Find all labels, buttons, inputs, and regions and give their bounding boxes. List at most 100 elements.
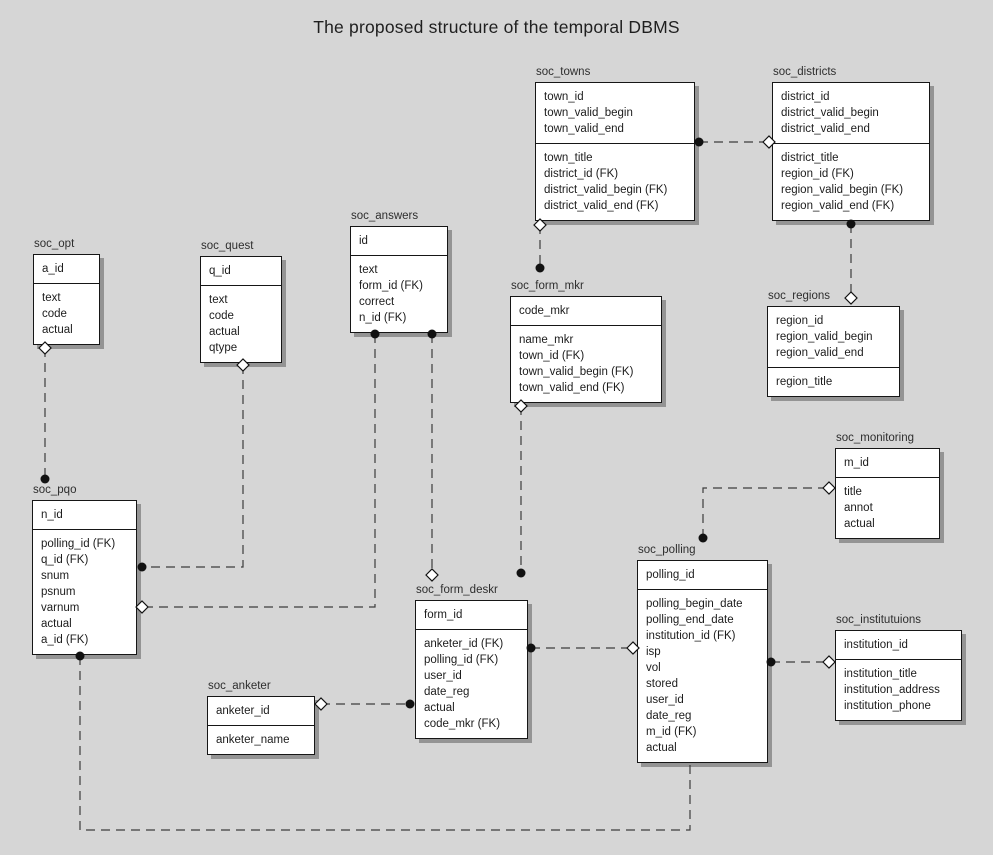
field-row: actual: [646, 742, 677, 754]
field-row: town_valid_begin (FK): [519, 366, 634, 378]
field-row: user_id: [646, 694, 684, 706]
field-row: town_valid_end: [544, 123, 624, 135]
field-row: district_valid_end: [781, 123, 870, 135]
entity-soc_institutuions: soc_institutuions institution_id institu…: [835, 614, 962, 721]
optional-parent-diamond-icon: [314, 697, 328, 711]
field-row: institution_title: [844, 668, 917, 680]
entity-name-label: soc_opt: [34, 238, 75, 250]
entity-box: polling_id polling_begin_date polling_end…: [637, 560, 768, 763]
entity-name-label: soc_anketer: [208, 680, 271, 692]
relationship-soc_towns-to-soc_form_mkr: [533, 218, 547, 273]
field-row: town_valid_end (FK): [519, 382, 625, 394]
field-row: a_id (FK): [41, 634, 89, 646]
field-row: code: [42, 308, 67, 320]
relationship-soc_form_mkr-to-soc_form_deskr: [514, 399, 528, 578]
entity-name-label: soc_towns: [536, 66, 591, 78]
field-row: anketer_id: [216, 705, 270, 717]
optional-parent-diamond-icon: [425, 568, 439, 582]
field-row: q_id: [209, 265, 231, 277]
field-row: n_id (FK): [359, 312, 407, 324]
entity-box: form_id anketer_id (FK)polling_id (FK)us…: [415, 600, 528, 739]
field-row: polling_id (FK): [424, 654, 499, 666]
field-row: polling_begin_date: [646, 598, 743, 610]
many-end-dot-icon: [40, 474, 50, 484]
field-row: name_mkr: [519, 334, 574, 346]
entity-fields-compartment: region_title: [768, 368, 899, 396]
entity-name-label: soc_districts: [773, 66, 837, 78]
field-row: correct: [359, 296, 395, 308]
entity-name-label: soc_monitoring: [836, 432, 914, 444]
relationship-soc_answers-to-soc_form_deskr: [425, 329, 439, 582]
field-row: town_id: [544, 91, 584, 103]
entity-pk-compartment: institution_id: [836, 631, 961, 660]
relationship-soc_opt-to-soc_pqo: [38, 341, 52, 484]
field-row: institution_id: [844, 639, 908, 651]
entity-pk-compartment: n_id: [33, 501, 136, 530]
field-row: vol: [646, 662, 661, 674]
optional-parent-diamond-icon: [822, 655, 836, 669]
field-row: date_reg: [646, 710, 692, 722]
entity-pk-compartment: anketer_id: [208, 697, 314, 726]
relationship-soc_answers-to-soc_pqo: [135, 329, 380, 614]
field-row: actual: [41, 618, 72, 630]
optional-parent-diamond-icon: [135, 600, 149, 614]
field-row: psnum: [41, 586, 76, 598]
field-row: actual: [209, 326, 240, 338]
entity-name-label: soc_regions: [768, 290, 831, 302]
field-row: polling_id: [646, 569, 695, 581]
field-row: region_id (FK): [781, 168, 854, 180]
entity-soc_pqo: soc_pqo n_id polling_id (FK)q_id (FK)snu…: [32, 484, 137, 655]
field-row: stored: [646, 678, 678, 690]
entity-soc_anketer: soc_anketer anketer_id anketer_name: [207, 680, 315, 755]
field-row: anketer_id (FK): [424, 638, 504, 650]
many-end-dot-icon: [137, 562, 147, 572]
many-end-dot-icon: [405, 699, 415, 709]
entity-name-label: soc_answers: [351, 210, 419, 222]
entity-fields-compartment: anketer_name: [208, 726, 314, 754]
field-row: id: [359, 235, 368, 247]
entity-pk-compartment: polling_id: [638, 561, 767, 590]
field-row: n_id: [41, 509, 63, 521]
diagram-title: The proposed structure of the temporal D…: [313, 17, 680, 37]
field-row: code_mkr: [519, 305, 570, 317]
entity-soc_form_deskr: soc_form_deskr form_id anketer_id (FK)po…: [415, 584, 528, 739]
many-end-dot-icon: [535, 263, 545, 273]
field-row: region_valid_end: [776, 347, 864, 359]
many-end-dot-icon: [694, 137, 704, 147]
field-row: institution_phone: [844, 700, 931, 712]
optional-parent-diamond-icon: [844, 291, 858, 305]
entity-name-label: soc_quest: [201, 240, 254, 252]
field-row: date_reg: [424, 686, 470, 698]
field-row: region_valid_end (FK): [781, 200, 895, 212]
field-row: m_id: [844, 457, 869, 469]
field-row: varnum: [41, 602, 80, 614]
field-row: institution_id (FK): [646, 630, 736, 642]
field-row: text: [42, 292, 61, 304]
many-end-dot-icon: [698, 533, 708, 543]
field-row: actual: [424, 702, 455, 714]
entity-name-label: soc_polling: [638, 544, 696, 556]
field-row: polling_end_date: [646, 614, 734, 626]
field-row: district_id (FK): [544, 168, 619, 180]
entity-pk-compartment: code_mkr: [511, 297, 661, 326]
entity-pk-compartment: id: [351, 227, 447, 256]
relationship-soc_polling-to-soc_institutuions: [766, 655, 836, 669]
optional-parent-diamond-icon: [822, 481, 836, 495]
relationship-soc_anketer-to-soc_form_deskr: [314, 697, 415, 711]
entity-pk-compartment: q_id: [201, 257, 281, 286]
